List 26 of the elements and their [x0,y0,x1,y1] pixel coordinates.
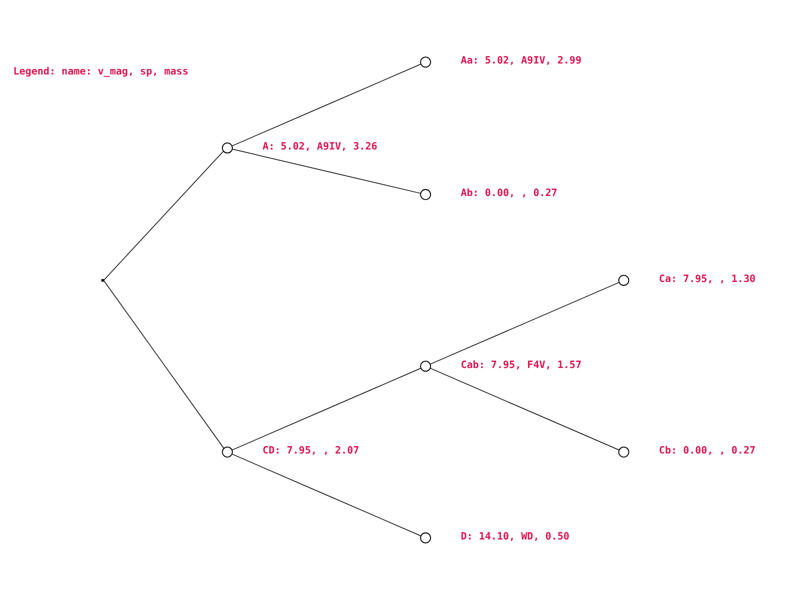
node-label: A: 5.02, A9IV, 3.26 [262,142,378,153]
connector [103,280,224,449]
node-circle [222,446,233,458]
node-label: CD: 7.95, , 2.07 [262,446,360,457]
node-circle [420,532,432,544]
label: Legend: name: v_mag, sp, mass [13,66,188,78]
node-label: Ca: 7.95, , 1.30 [658,274,756,286]
connector [232,64,422,146]
node-label: Cab: 7.95, F4V, 1.57 [460,360,582,371]
connector [232,368,422,450]
connector [430,282,620,364]
node-label: Cb: 0.00, , 0.27 [658,446,756,457]
connector [103,151,224,281]
node-circle [420,360,432,372]
connector [232,148,421,194]
node-circle [420,56,432,68]
connector [430,368,620,450]
node-circle [618,274,630,286]
node-label: D: 14.10, WD, 0.50 [460,532,570,543]
node-circle [618,446,630,458]
node-point [101,278,104,282]
node-label: Aa: 5.02, A9IV, 2.99 [460,56,582,67]
node-label: Ab: 0.00, , 0.27 [460,188,558,200]
node-circle [222,142,233,154]
connector [232,454,422,536]
node-circle [420,189,432,200]
